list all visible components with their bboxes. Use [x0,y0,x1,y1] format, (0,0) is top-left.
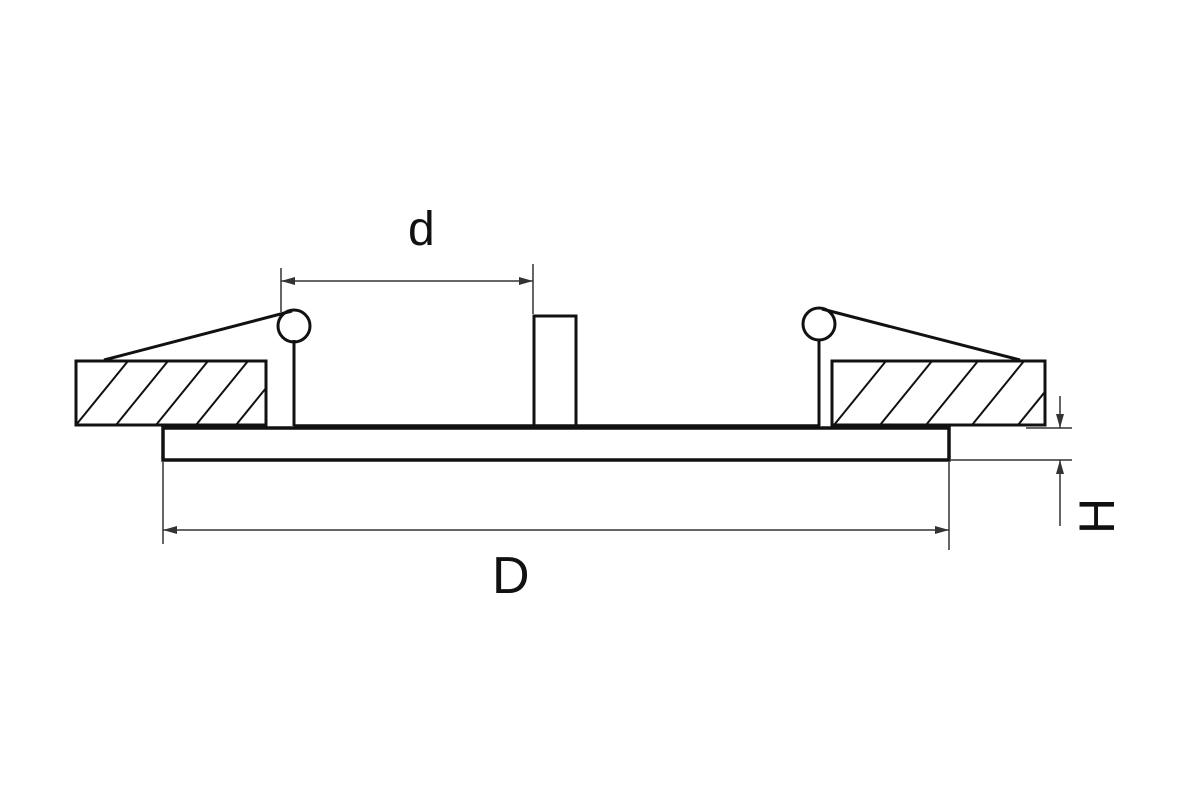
dimension-d [280,264,534,314]
ceiling-section-right [830,359,1047,427]
spring-clip-left [103,308,312,426]
dimension-D [162,462,950,550]
ceiling-section-left [74,359,268,427]
spring-clip-right [801,306,1021,426]
flange-plate [161,426,951,462]
inner-diameter-label: d [408,203,435,256]
outer-diameter-label: D [492,547,530,605]
dimension-H [951,396,1072,526]
center-post [532,314,578,428]
height-label: H [1069,497,1125,534]
